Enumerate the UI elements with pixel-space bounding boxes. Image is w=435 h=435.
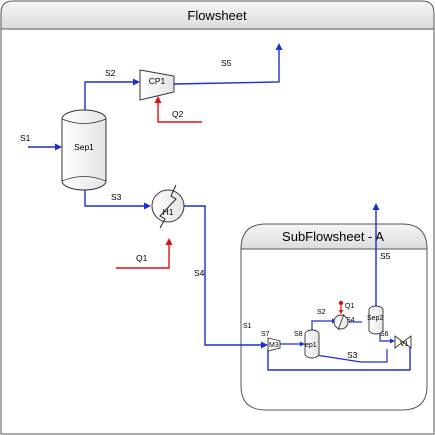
arrowhead-icon <box>372 203 380 210</box>
stream-label-s2: S2 <box>105 68 116 78</box>
stream-label-s1: S1 <box>20 133 31 143</box>
unit-label-sep1: Sep1 <box>74 142 94 152</box>
arrowhead-icon <box>133 78 140 86</box>
stream-s2[interactable] <box>84 78 140 111</box>
sub-vessel-sep[interactable]: ep1 <box>304 329 320 359</box>
sub-stream-s7-recycle[interactable] <box>267 346 411 371</box>
stream-q2[interactable] <box>154 96 203 123</box>
flowsheet-title: Flowsheet <box>187 8 247 23</box>
sub-stream-label-s5: S5 <box>380 251 391 261</box>
unit-label-cp1: CP1 <box>149 76 166 86</box>
heat-coil-icon <box>159 184 177 229</box>
stream-s4[interactable] <box>184 205 268 349</box>
sub-mixer[interactable]: M3 <box>267 337 281 352</box>
sub-stream-q1[interactable] <box>338 300 344 314</box>
sub-unit-label-valve: V1 <box>400 341 409 348</box>
vessel-sep1[interactable]: Sep1 <box>61 109 107 191</box>
stream-label-s3: S3 <box>111 192 122 202</box>
arrowhead-icon <box>275 43 283 50</box>
stream-label-q1: Q1 <box>136 253 148 263</box>
arrowhead-icon <box>154 96 162 103</box>
stream-label-q2: Q2 <box>172 109 184 119</box>
energy-marker-icon <box>338 300 344 306</box>
sub-stream-label-s8: S8 <box>294 331 303 338</box>
stream-s1[interactable] <box>28 143 62 151</box>
sub-stream-label-s1: S1 <box>243 323 252 330</box>
compressor-cp1[interactable]: CP1 <box>139 69 175 101</box>
sub-unit-label-mixer: M3 <box>269 342 279 349</box>
stream-q1[interactable] <box>116 238 173 269</box>
arrowhead-icon <box>55 143 62 151</box>
sub-stream-s3[interactable] <box>315 349 388 363</box>
arrowhead-icon <box>338 310 344 314</box>
stream-label-s4: S4 <box>194 268 205 278</box>
arrowhead-icon <box>300 341 305 347</box>
sub-unit-label-sep: ep1 <box>305 342 317 349</box>
stream-label-s5: S5 <box>221 58 232 68</box>
sub-stream-s6[interactable] <box>379 333 395 344</box>
sub-stream-label-s3: S3 <box>347 350 358 360</box>
sub-stream-label-s7: S7 <box>261 331 270 338</box>
sub-stream-s5[interactable] <box>372 203 380 306</box>
arrowhead-icon <box>261 341 268 349</box>
unit-label-h1: H1 <box>163 207 174 217</box>
stream-s5[interactable] <box>173 43 283 85</box>
sub-stream-s8[interactable] <box>280 341 305 347</box>
subflowsheet-frame[interactable]: SubFlowsheet - A <box>240 223 428 411</box>
arrowhead-icon <box>165 238 173 245</box>
sub-stream-label-s2: S2 <box>317 309 326 316</box>
sub-unit-label-sep2: Sep2 <box>367 315 383 322</box>
stream-s3[interactable] <box>84 190 151 210</box>
sub-stream-label-s6: S6 <box>380 331 389 338</box>
subflowsheet-title: SubFlowsheet - A <box>282 229 384 244</box>
sub-valve[interactable]: V1 <box>394 335 412 349</box>
sub-stream-label-s4: S4 <box>346 317 355 324</box>
arrowhead-icon <box>144 202 151 210</box>
sub-stream-label-q1: Q1 <box>345 303 354 310</box>
sub-vessel-sep2[interactable]: Sep2 <box>367 305 383 335</box>
heater-h1[interactable]: H1 <box>151 184 185 229</box>
arrowhead-icon <box>390 338 395 344</box>
sub-heater[interactable] <box>333 313 349 331</box>
